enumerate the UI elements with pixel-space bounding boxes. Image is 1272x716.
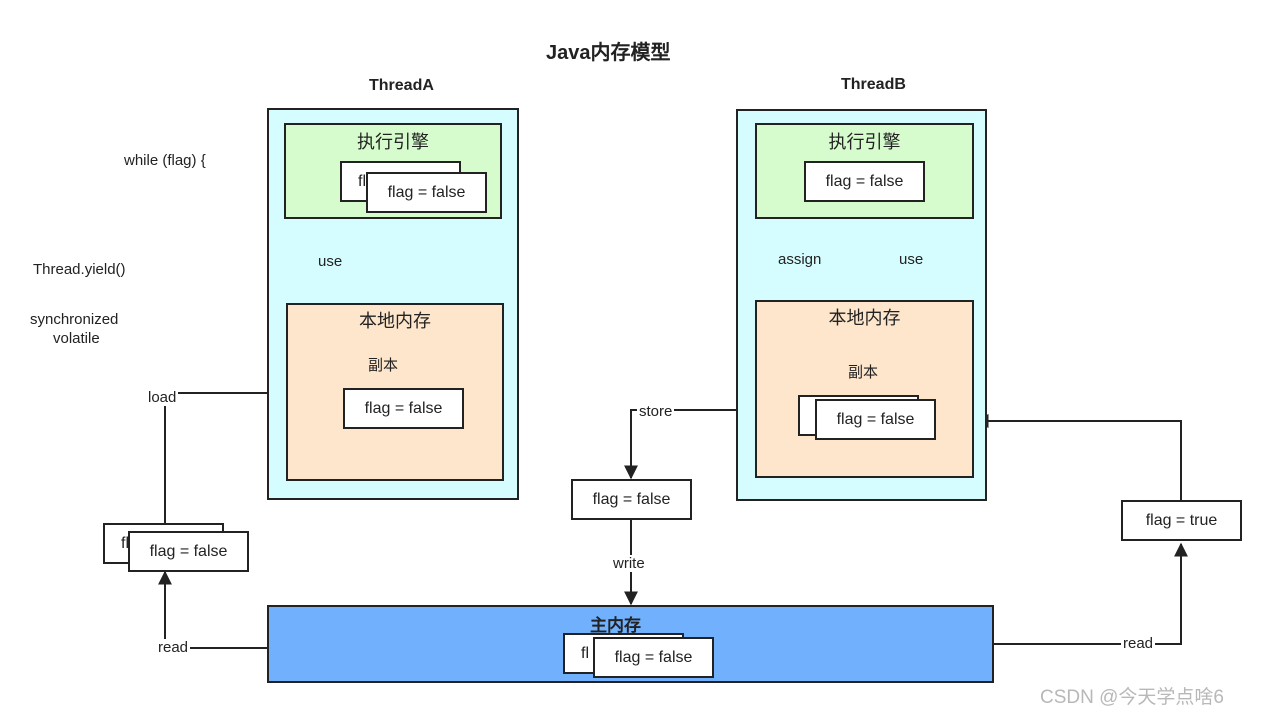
threada-copy-label: 副本 — [368, 357, 399, 374]
read-right-arrow — [993, 542, 1188, 645]
threadb-local-flag: flag = false — [815, 399, 936, 440]
read-left-label: read — [156, 639, 191, 656]
read-right-label: read — [1121, 635, 1156, 652]
read-left-arrow — [158, 570, 268, 649]
load-arrow — [164, 386, 285, 523]
threadb-assign-label: assign — [776, 251, 824, 268]
left-transit-flag: flag = false — [128, 531, 249, 572]
threada-engine-flag: flag = false — [366, 172, 487, 213]
main-memory-title: 主内存 — [590, 616, 641, 635]
threadb-local-memory: 本地内存 — [755, 300, 974, 478]
threadb-copy-label: 副本 — [848, 364, 879, 381]
load-label: load — [146, 389, 179, 406]
note-synchronized: synchronized — [30, 311, 119, 328]
watermark: CSDN @今天学点啥6 — [1040, 687, 1224, 708]
store-transit-flag: flag = false — [571, 479, 692, 520]
threadb-engine-flag: flag = false — [804, 161, 925, 202]
threada-engine-title: 执行引擎 — [357, 132, 429, 152]
threada-local-flag: flag = false — [343, 388, 464, 429]
write-label: write — [611, 555, 647, 572]
threadb-label: ThreadB — [841, 76, 906, 93]
diagram-title: Java内存模型 — [546, 42, 671, 64]
main-memory-flag: flag = false — [593, 637, 714, 678]
threadb-engine-title: 执行引擎 — [828, 132, 901, 152]
threada-label: ThreadA — [369, 77, 434, 94]
load-right-arrow — [974, 414, 1182, 500]
threada-use-label: use — [316, 253, 345, 270]
store-arrow — [624, 409, 756, 480]
threadb-use-label: use — [897, 251, 926, 268]
threada-local-title: 本地内存 — [359, 311, 431, 331]
note-thread-yield: Thread.yield() — [33, 261, 126, 278]
store-label: store — [637, 403, 675, 420]
note-while-loop: while (flag) { — [124, 152, 206, 169]
note-volatile: volatile — [53, 330, 100, 347]
threadb-local-title: 本地内存 — [828, 308, 901, 328]
right-transit-flag: flag = true — [1121, 500, 1242, 541]
